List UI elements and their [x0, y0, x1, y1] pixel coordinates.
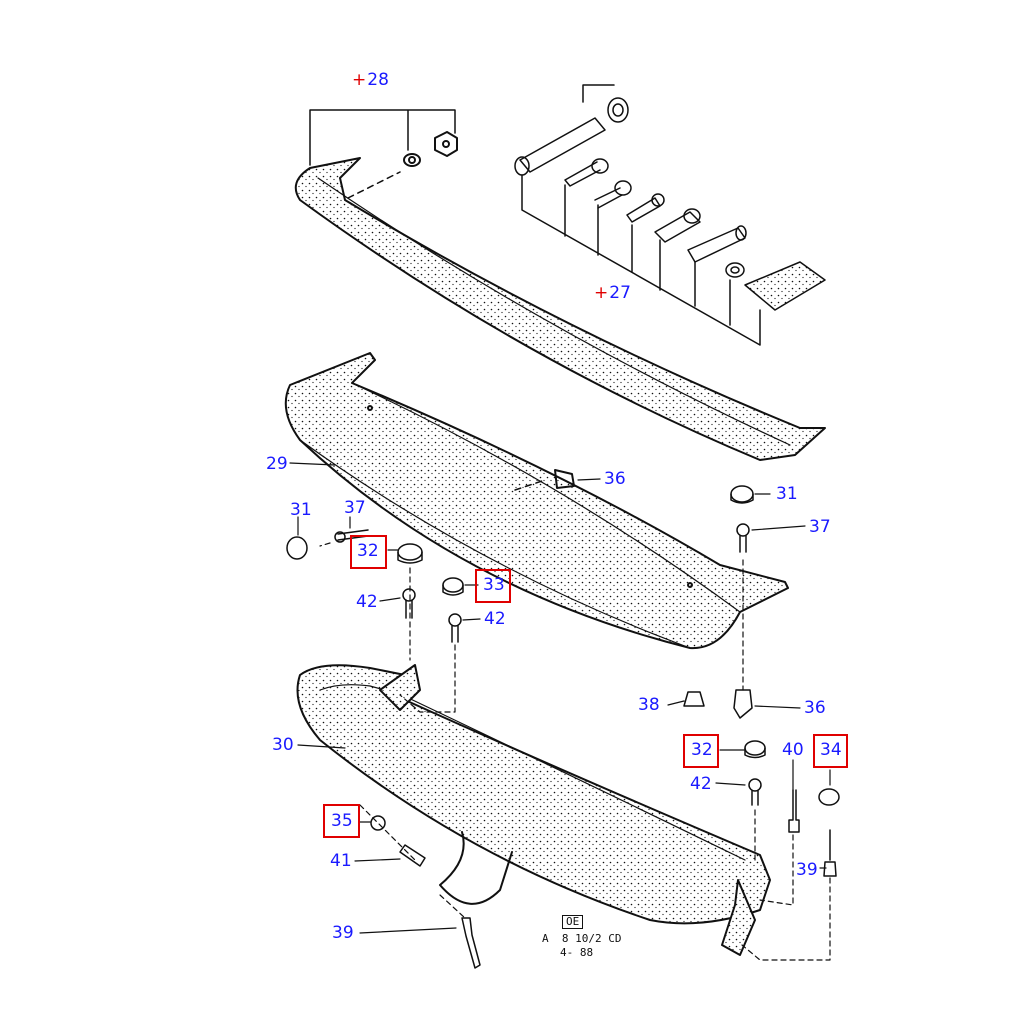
callout-42-mid: 42 [484, 609, 506, 629]
stamp-code: A 8 10/2 CD [542, 932, 622, 945]
highlight-box-32-right [683, 734, 719, 768]
stamp-oe: OE [562, 915, 584, 929]
upper-spoiler-lip-drawing [294, 109, 826, 461]
callout-36-bottom: 36 [804, 698, 826, 718]
highlight-box-35 [323, 804, 360, 838]
callout-42-left: 42 [356, 592, 378, 612]
spoiler-body-drawing [284, 352, 789, 650]
callout-29: 29 [266, 454, 288, 474]
highlight-box-34 [813, 734, 848, 768]
highlight-box-33 [475, 569, 511, 603]
callout-33: 33 [483, 575, 505, 595]
callout-36-top: 36 [604, 469, 626, 489]
callout-31-right: 31 [776, 484, 798, 504]
callout-27: +27 [594, 283, 631, 303]
callout-37-left: 37 [344, 498, 366, 518]
callout-42-right: 42 [690, 774, 712, 794]
callout-34: 34 [820, 740, 842, 760]
callout-39-left: 39 [332, 923, 354, 943]
callout-28: +28 [352, 70, 389, 90]
callout-35: 35 [331, 811, 353, 831]
lower-wing-drawing [296, 664, 771, 956]
callout-32-left: 32 [357, 541, 379, 561]
callout-38: 38 [638, 695, 660, 715]
callout-39-right: 39 [796, 860, 818, 880]
callout-30: 30 [272, 735, 294, 755]
leader-lines [289, 462, 831, 961]
callout-40: 40 [782, 740, 804, 760]
callout-31-left: 31 [290, 500, 312, 520]
callout-41: 41 [330, 851, 352, 871]
callout-32-right: 32 [691, 740, 713, 760]
stamp-date: 4- 88 [560, 946, 594, 959]
highlight-box-32-left [350, 535, 387, 569]
fastener-drawings [286, 485, 840, 969]
repair-kit-drawing [514, 84, 826, 346]
callout-37-right: 37 [809, 517, 831, 537]
